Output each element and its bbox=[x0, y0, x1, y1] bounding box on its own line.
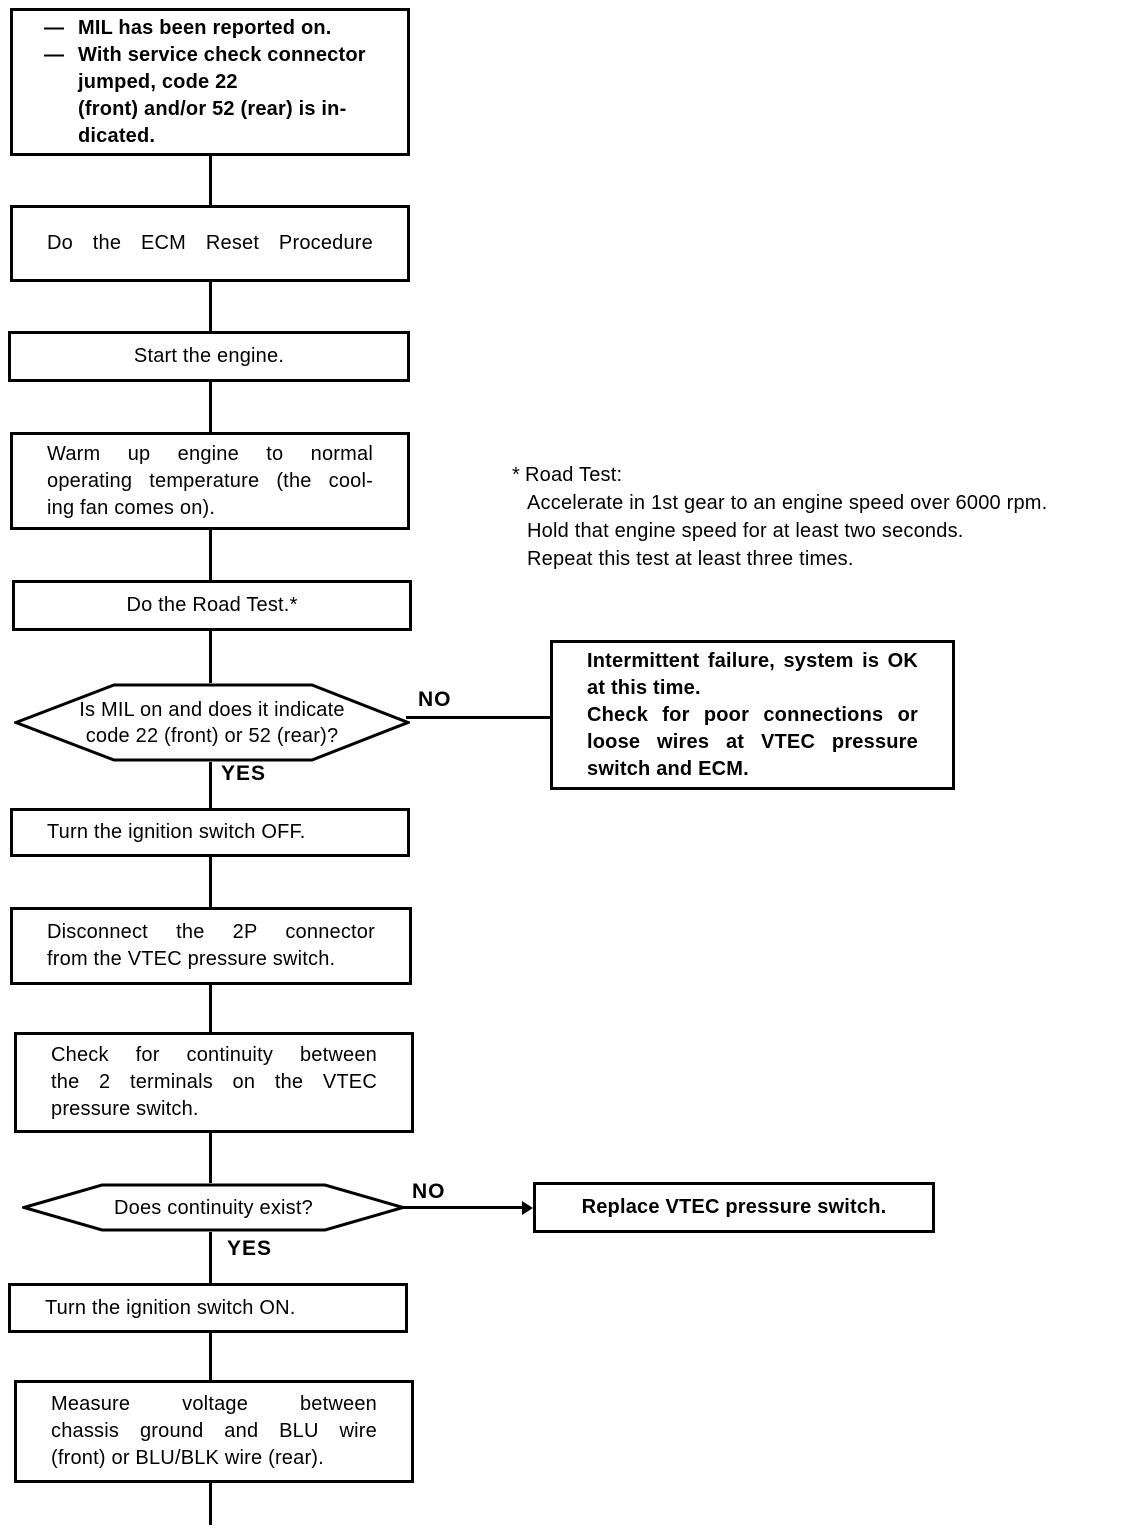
condition-text: With service check connector jumped, cod… bbox=[78, 43, 366, 147]
note-line: Accelerate in 1st gear to an engine spee… bbox=[527, 492, 1048, 514]
connector-line bbox=[209, 282, 212, 331]
connector-line bbox=[209, 530, 212, 580]
hexagon-shape bbox=[22, 1183, 405, 1232]
connector-line bbox=[209, 1232, 212, 1283]
box-text-line: operating temperature (the cool- bbox=[47, 469, 373, 492]
box-text-line: Check for poor connections or bbox=[587, 703, 918, 726]
box-text-line: (front) or BLU/BLK wire (rear). bbox=[51, 1447, 324, 1469]
node-intermittent-failure: Intermittent failure, system is OK at th… bbox=[550, 640, 955, 790]
road-test-note: * Road Test: Accelerate in 1st gear to a… bbox=[512, 461, 1136, 573]
node-disconnect-2p-connector: Disconnect the 2P connector from the VTE… bbox=[10, 907, 412, 985]
box-text-line: from the VTEC pressure switch. bbox=[47, 948, 336, 970]
note-line: Hold that engine speed for at least two … bbox=[527, 520, 964, 542]
box-text-line: the 2 terminals on the VTEC bbox=[51, 1071, 377, 1093]
decision-text: Is MIL on and does it indicate code 22 (… bbox=[14, 683, 410, 762]
node-road-test: Do the Road Test.* bbox=[12, 580, 412, 631]
condition-text: MIL has been reported on. bbox=[78, 16, 332, 39]
hexagon-shape bbox=[14, 683, 410, 762]
box-text: Turn the ignition switch OFF. bbox=[47, 821, 306, 843]
box-text-line: ing fan comes on). bbox=[47, 496, 216, 519]
connector-line bbox=[209, 1483, 212, 1525]
dash-bullet-icon: — bbox=[44, 43, 65, 66]
connector-line bbox=[209, 156, 212, 205]
connector-line bbox=[209, 382, 212, 432]
box-text-line: switch and ECM. bbox=[587, 757, 749, 780]
yes-label: YES bbox=[221, 762, 267, 785]
note-line: Repeat this test at least three times. bbox=[527, 548, 854, 570]
decision-text: Does continuity exist? bbox=[22, 1183, 405, 1232]
connector-line bbox=[209, 1333, 212, 1380]
box-text: Replace VTEC pressure switch. bbox=[581, 1196, 887, 1218]
node-measure-voltage: Measure voltage between chassis ground a… bbox=[14, 1380, 414, 1483]
node-check-continuity: Check for continuity between the 2 termi… bbox=[14, 1032, 414, 1133]
connector-line bbox=[209, 857, 212, 907]
node-replace-vtec-switch: Replace VTEC pressure switch. bbox=[533, 1182, 935, 1233]
connector-line bbox=[209, 1133, 212, 1183]
arrowhead-icon bbox=[522, 1201, 533, 1215]
decision-text-line: Does continuity exist? bbox=[114, 1196, 313, 1219]
connector-line-no-branch bbox=[406, 716, 552, 719]
note-title-text: Road Test: bbox=[524, 464, 623, 486]
asterisk-icon: * bbox=[512, 464, 520, 486]
node-start-conditions: — MIL has been reported on. — With servi… bbox=[10, 8, 410, 156]
box-text-line: Check for continuity between bbox=[51, 1044, 377, 1066]
box-text-line: Warm up engine to normal bbox=[47, 442, 373, 465]
road-test-note-title: * Road Test: bbox=[512, 461, 1136, 489]
box-text: Start the engine. bbox=[133, 345, 285, 367]
decision-continuity: Does continuity exist? bbox=[22, 1183, 405, 1232]
decision-text-line: code 22 (front) or 52 (rear)? bbox=[85, 724, 339, 747]
condition-item: — MIL has been reported on. bbox=[44, 15, 393, 42]
condition-item: — With service check connector jumped, c… bbox=[44, 42, 393, 150]
decision-text-line: Is MIL on and does it indicate bbox=[79, 698, 345, 721]
box-text-line: chassis ground and BLU wire bbox=[51, 1420, 377, 1442]
no-label: NO bbox=[418, 688, 452, 711]
box-text: Do the ECM Reset Procedure bbox=[47, 232, 373, 254]
connector-line bbox=[209, 762, 212, 808]
connector-line bbox=[209, 631, 212, 683]
node-ignition-off: Turn the ignition switch OFF. bbox=[10, 808, 410, 857]
dash-bullet-icon: — bbox=[44, 16, 65, 39]
box-text: Turn the ignition switch ON. bbox=[45, 1296, 296, 1319]
decision-mil-code: Is MIL on and does it indicate code 22 (… bbox=[14, 683, 410, 762]
node-start-engine: Start the engine. bbox=[8, 331, 410, 382]
yes-label: YES bbox=[227, 1237, 273, 1260]
node-warm-up-engine: Warm up engine to normal operating tempe… bbox=[10, 432, 410, 530]
node-ecm-reset: Do the ECM Reset Procedure bbox=[10, 205, 410, 282]
box-text-line: loose wires at VTEC pressure bbox=[587, 730, 918, 753]
box-text-line: Measure voltage between bbox=[51, 1393, 377, 1415]
connector-line bbox=[209, 985, 212, 1032]
no-label: NO bbox=[412, 1180, 446, 1203]
box-text-line: at this time. bbox=[587, 676, 701, 699]
box-text: Do the Road Test.* bbox=[126, 594, 298, 616]
node-ignition-on: Turn the ignition switch ON. bbox=[8, 1283, 408, 1333]
box-text-line: Disconnect the 2P connector bbox=[47, 921, 375, 943]
connector-line-no-branch bbox=[403, 1206, 525, 1209]
box-text-line: Intermittent failure, system is OK bbox=[587, 649, 918, 672]
box-text-line: pressure switch. bbox=[51, 1098, 199, 1120]
